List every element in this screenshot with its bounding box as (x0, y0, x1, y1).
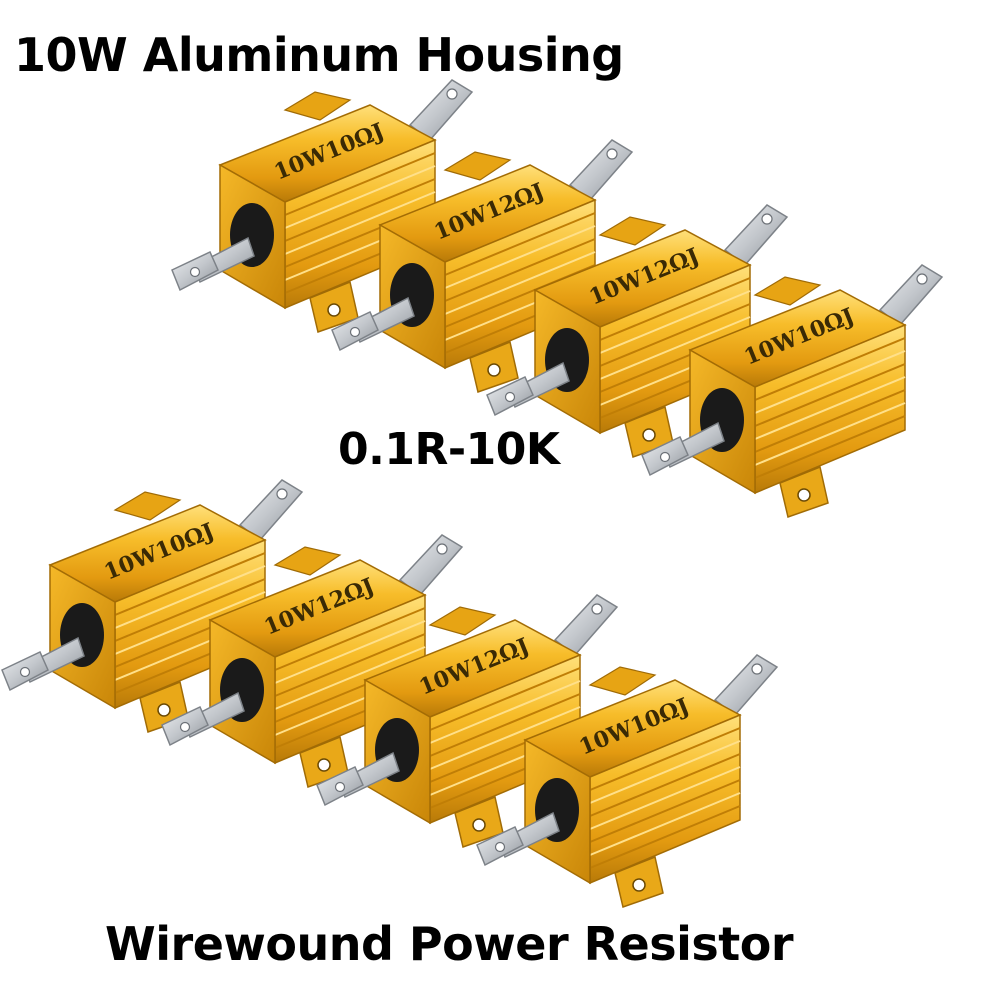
footer-caption: Wirewound Power Resistor (105, 917, 794, 971)
lead-hole (606, 148, 618, 160)
fin-line (599, 290, 751, 354)
mounting-hole (472, 818, 486, 832)
resistor-8: 10W10ΩJ (476, 654, 779, 908)
fin-line (589, 792, 741, 856)
lead-hole (189, 266, 201, 278)
fin-line (589, 727, 741, 791)
fin-line (754, 363, 906, 427)
fin-line (444, 225, 596, 289)
top-flange (753, 276, 822, 306)
fin-line (284, 178, 436, 242)
fin-line (274, 620, 426, 684)
fin-line (284, 191, 436, 255)
fin-line (754, 389, 906, 453)
fin-line (274, 633, 426, 697)
top-flange (113, 491, 182, 521)
fin-line (429, 693, 581, 757)
top-flange (273, 546, 342, 576)
fin-line (444, 251, 596, 315)
fin-line (444, 238, 596, 302)
fin-line (114, 552, 266, 616)
mounting-hole (487, 363, 501, 377)
fin-line (429, 706, 581, 770)
top-flange (443, 151, 512, 181)
fin-line (754, 350, 906, 414)
lead-hole (659, 451, 671, 463)
fin-line (589, 779, 741, 843)
fin-line (599, 316, 751, 380)
resistor-2: 10W12ΩJ (331, 139, 634, 393)
top-flange (428, 606, 497, 636)
lead-hole (494, 841, 506, 853)
fin-line (589, 753, 741, 817)
fin-line (274, 607, 426, 671)
mounting-hole (157, 703, 171, 717)
top-flange (588, 666, 657, 696)
headline-caption: 10W Aluminum Housing (14, 28, 624, 82)
fin-line (589, 766, 741, 830)
fin-line (754, 376, 906, 440)
mounting-hole (327, 303, 341, 317)
lead-hole (761, 213, 773, 225)
fin-line (114, 591, 266, 655)
fin-line (589, 740, 741, 804)
fin-line (429, 680, 581, 744)
lead-hole (446, 88, 458, 100)
fin-line (444, 212, 596, 276)
lead-hole (751, 663, 763, 675)
lead-hole (276, 488, 288, 500)
fin-line (284, 152, 436, 216)
top-flange (283, 91, 352, 121)
resistor-1: 10W10ΩJ (171, 79, 474, 333)
lead-hole (349, 326, 361, 338)
fin-line (599, 303, 751, 367)
mounting-hole (642, 428, 656, 442)
lead-hole (334, 781, 346, 793)
lead-hole (179, 721, 191, 733)
resistor-6: 10W12ΩJ (161, 534, 464, 788)
resistor-3: 10W12ΩJ (486, 204, 789, 458)
fin-line (274, 646, 426, 710)
lead-hole (916, 273, 928, 285)
lead-hole (436, 543, 448, 555)
resistance-range-caption: 0.1R-10K (338, 424, 560, 475)
fin-line (754, 415, 906, 479)
lead-hole (591, 603, 603, 615)
mounting-hole (632, 878, 646, 892)
fin-line (284, 165, 436, 229)
lead-hole (19, 666, 31, 678)
fin-line (754, 337, 906, 401)
fin-line (589, 805, 741, 869)
resistor-5: 10W10ΩJ (1, 479, 304, 733)
mounting-hole (317, 758, 331, 772)
mounting-hole (797, 488, 811, 502)
fin-line (114, 578, 266, 642)
fin-line (114, 565, 266, 629)
fin-line (599, 277, 751, 341)
top-flange (598, 216, 667, 246)
lead-hole (504, 391, 516, 403)
fin-line (429, 667, 581, 731)
fin-line (754, 402, 906, 466)
resistor-4: 10W10ΩJ (641, 264, 944, 518)
